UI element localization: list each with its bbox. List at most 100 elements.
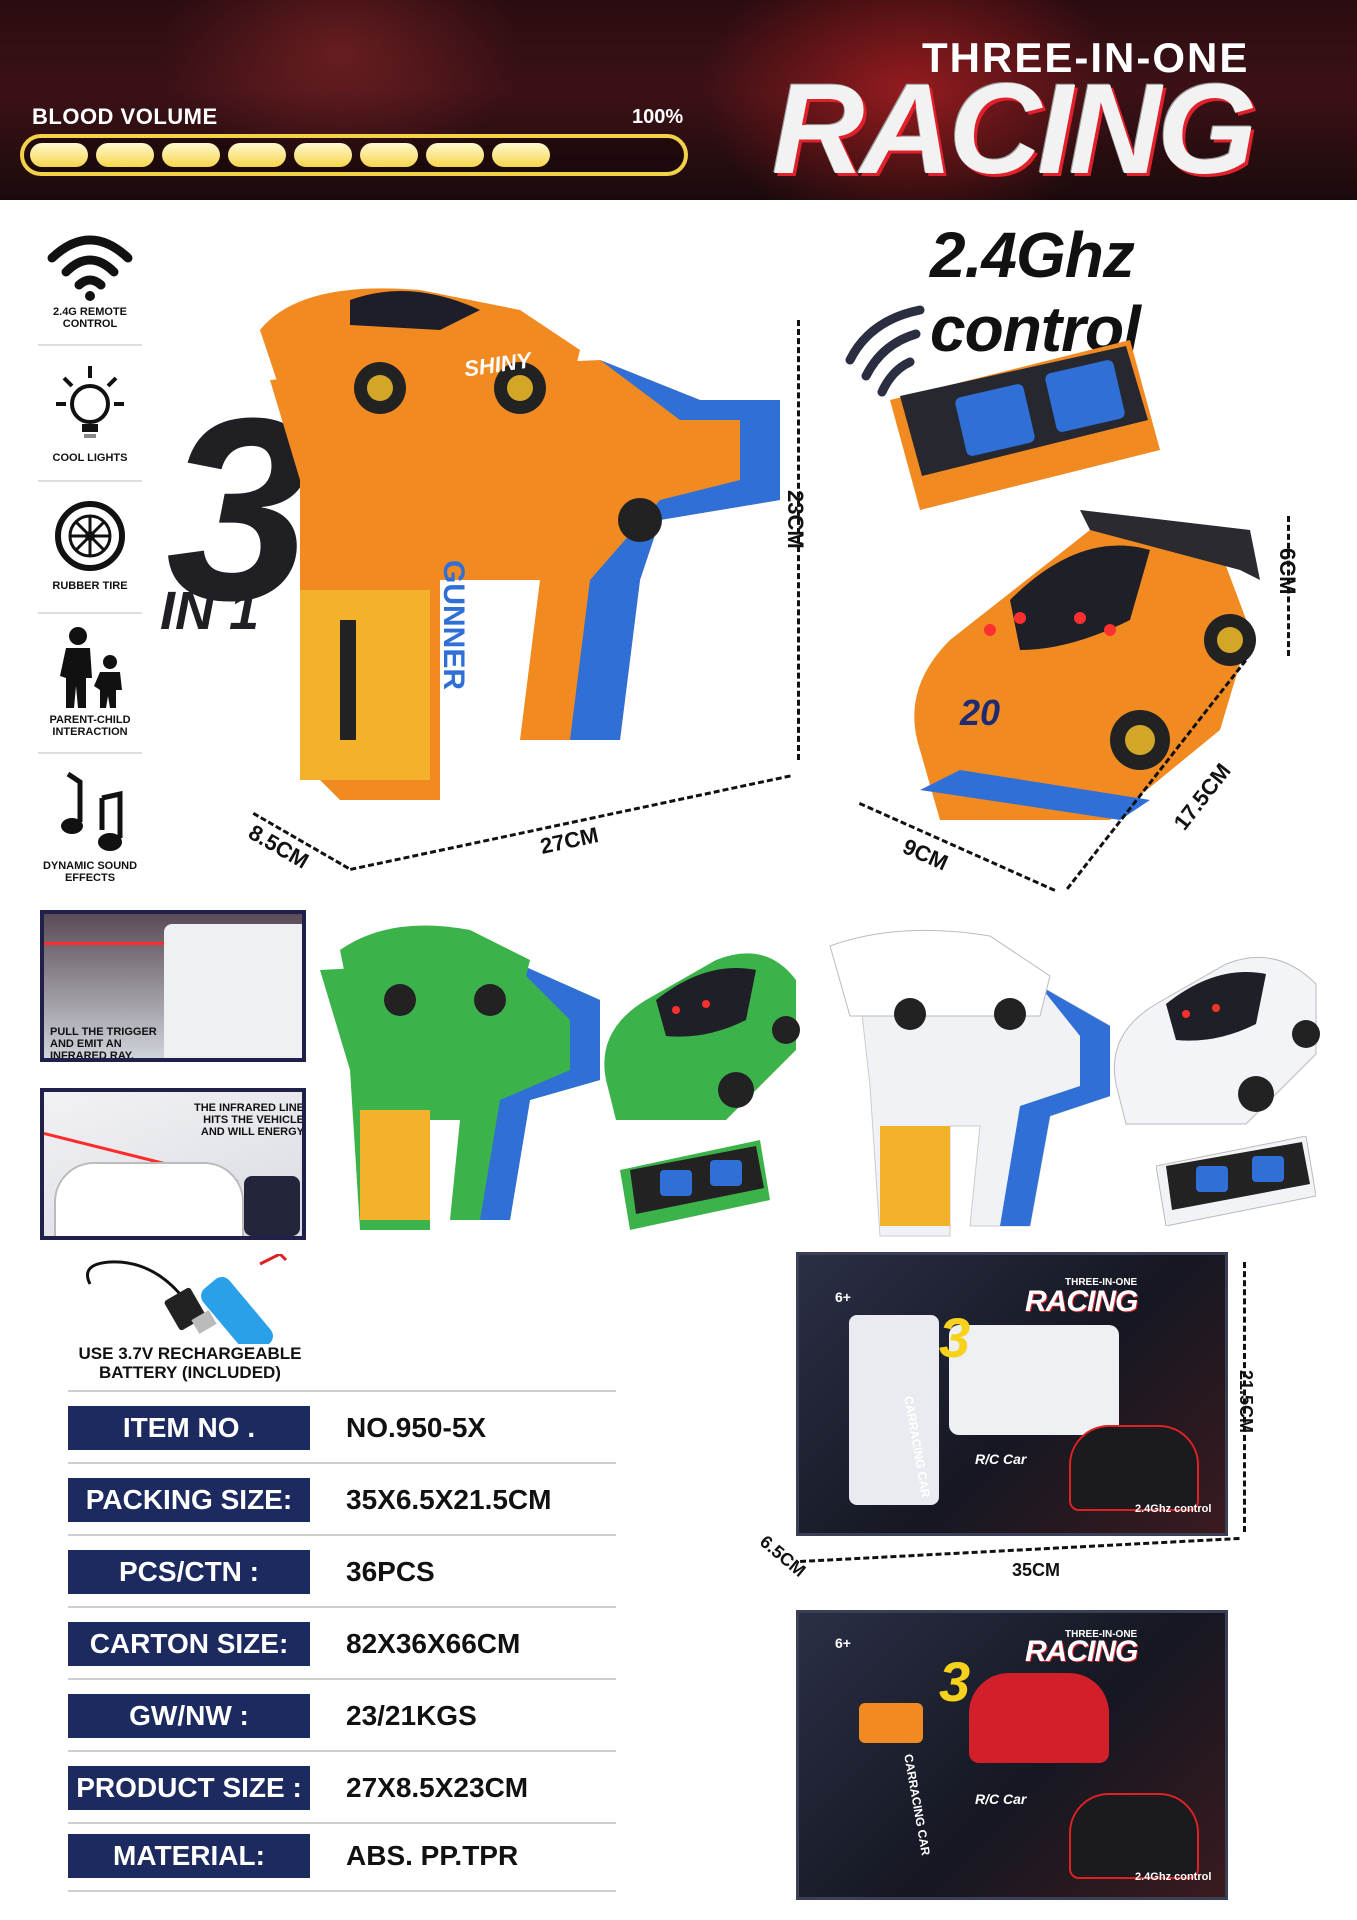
spec-divider: [68, 1462, 616, 1464]
box-control-text: 2.4Ghz control: [1135, 1503, 1212, 1515]
gunner-toy-white: [829, 929, 1110, 1237]
tile-text: THE INFRARED LINE HITS THE VEHICLE AND W…: [194, 1102, 304, 1138]
gunner-toy-orange: [260, 288, 780, 800]
parent-child-icon: [60, 627, 122, 708]
infrared-ray: [44, 942, 224, 945]
blood-volume-segment: [492, 143, 550, 167]
feature-label: 2.4G REMOTE CONTROL: [53, 306, 127, 330]
race-car-white: [1113, 956, 1320, 1125]
box-package-gun: 6+ THREE-IN-ONE RACING 3 CARRACING CAR R…: [796, 1252, 1228, 1536]
gun-brand-text: GUNNER: [437, 560, 470, 691]
title-three-in-one: THREE-IN-ONE: [922, 34, 1250, 81]
feature-divider: [38, 612, 142, 614]
blood-volume-fill: [30, 143, 550, 167]
blood-volume-segment: [360, 143, 418, 167]
box-title: RACING: [1025, 1635, 1138, 1668]
spec-divider: [68, 1606, 616, 1608]
feature-label: PARENT-CHILD INTERACTION: [49, 714, 131, 738]
dimension-box-depth: 6.5CM: [756, 1531, 810, 1581]
feature-sound-effects: DYNAMIC SOUND EFFECTS: [30, 764, 150, 884]
blood-volume-segment: [30, 143, 88, 167]
battery-caption: USE 3.7V RECHARGEABLE BATTERY (INCLUDED): [78, 1344, 302, 1382]
car-number-text: 20: [960, 692, 1001, 733]
blood-volume-label: BLOOD VOLUME: [32, 104, 218, 129]
tile-infrared-hit: THE INFRARED LINE HITS THE VEHICLE AND W…: [40, 1088, 306, 1240]
box-badge-three: 3: [939, 1306, 971, 1369]
spec-row-packing-size: PACKING SIZE: 35X6.5X21.5CM: [68, 1478, 616, 1522]
feature-label: RUBBER TIRE: [52, 580, 128, 592]
spec-row-carton-size: CARTON SIZE: 82X36X66CM: [68, 1622, 616, 1666]
remote-control-green: [620, 1140, 770, 1230]
spec-divider: [68, 1678, 616, 1680]
blood-volume-bar: [20, 134, 688, 176]
box-age: 6+: [835, 1289, 851, 1305]
spec-divider: [68, 1750, 616, 1752]
spec-divider: [68, 1890, 616, 1892]
box-black-car: [1069, 1793, 1199, 1879]
feature-remote-control: 2.4G REMOTE CONTROL: [30, 228, 150, 330]
spec-divider: [68, 1534, 616, 1536]
spec-label: CARTON SIZE:: [68, 1622, 310, 1666]
header-banner: BLOOD VOLUME 100% THREE-IN-ONE RACING: [0, 0, 1357, 200]
box-subtitle: THREE-IN-ONE: [1065, 1629, 1138, 1640]
lightbulb-icon: [56, 366, 124, 438]
spec-label: PACKING SIZE:: [68, 1478, 310, 1522]
blood-volume-segment: [228, 143, 286, 167]
badge-in-one: IN 1: [160, 581, 260, 641]
spec-row-gw-nw: GW/NW : 23/21KGS: [68, 1694, 616, 1738]
spec-value: 82X36X66CM: [346, 1628, 521, 1659]
usb-cable-and-battery: [86, 1254, 288, 1344]
blood-volume-segment: [162, 143, 220, 167]
box-title: RACING: [1025, 1285, 1138, 1318]
spec-divider: [68, 1822, 616, 1824]
box-control-text: 2.4Ghz control: [1135, 1871, 1212, 1883]
box-remote: [859, 1703, 923, 1743]
spec-label: PCS/CTN :: [68, 1550, 310, 1594]
feature-divider: [38, 480, 142, 482]
box-rc-text: R/C Car: [975, 1451, 1027, 1467]
tile-trigger: PULL THE TRIGGER AND EMIT AN INFRARED RA…: [40, 910, 306, 1062]
spec-row-item-no: ITEM NO . NO.950-5X: [68, 1406, 616, 1450]
box-badge-three: 3: [939, 1650, 971, 1713]
spec-label: PRODUCT SIZE :: [68, 1766, 310, 1810]
spec-divider: [68, 1390, 616, 1392]
dimension-car-height: 6CM: [1275, 548, 1300, 595]
spec-label: GW/NW :: [68, 1694, 310, 1738]
spec-value: ABS. PP.TPR: [346, 1840, 519, 1871]
music-note-icon: [61, 771, 123, 851]
spec-label: ITEM NO .: [68, 1406, 310, 1450]
race-car-green: [604, 953, 800, 1120]
black-gun-shape: [244, 1176, 300, 1236]
tile-text: PULL THE TRIGGER AND EMIT AN INFRARED RA…: [50, 1026, 157, 1062]
spec-row-pcs-ctn: PCS/CTN : 36PCS: [68, 1550, 616, 1594]
blood-volume-percent: 100%: [632, 106, 684, 128]
blood-volume-segment: [294, 143, 352, 167]
spec-value: 35X6.5X21.5CM: [346, 1484, 552, 1515]
gunner-toy-green: [320, 925, 600, 1230]
box-age: 6+: [835, 1635, 851, 1651]
feature-label: DYNAMIC SOUND EFFECTS: [42, 860, 138, 884]
feature-parent-child: PARENT-CHILD INTERACTION: [30, 626, 150, 738]
spec-value: NO.950-5X: [346, 1412, 487, 1443]
feature-divider: [38, 752, 142, 754]
spec-value: 27X8.5X23CM: [346, 1772, 529, 1803]
dimension-box-width: 35CM: [1012, 1560, 1061, 1580]
box-black-car: [1069, 1425, 1199, 1511]
feature-cool-lights: COOL LIGHTS: [30, 360, 150, 464]
spec-value: 36PCS: [346, 1556, 435, 1587]
white-gun-shape: [164, 924, 302, 1058]
white-car-shape: [54, 1162, 244, 1236]
feature-divider: [38, 344, 142, 346]
box-red-car: [969, 1673, 1109, 1763]
spec-value: 23/21KGS: [346, 1700, 477, 1731]
header-glow: [700, 0, 1120, 200]
box-window-gun: [949, 1325, 1119, 1435]
spec-row-material: MATERIAL: ABS. PP.TPR: [68, 1834, 616, 1878]
dimension-gun-height: 23CM: [783, 490, 808, 549]
remote-control-white: [1156, 1136, 1316, 1226]
box-package-car: 6+ THREE-IN-ONE RACING 3 CARRACING CAR R…: [796, 1610, 1228, 1900]
blood-volume-segment: [96, 143, 154, 167]
feature-label: COOL LIGHTS: [52, 452, 128, 464]
spec-row-product-size: PRODUCT SIZE : 27X8.5X23CM: [68, 1766, 616, 1810]
box-window-car: [849, 1315, 939, 1505]
